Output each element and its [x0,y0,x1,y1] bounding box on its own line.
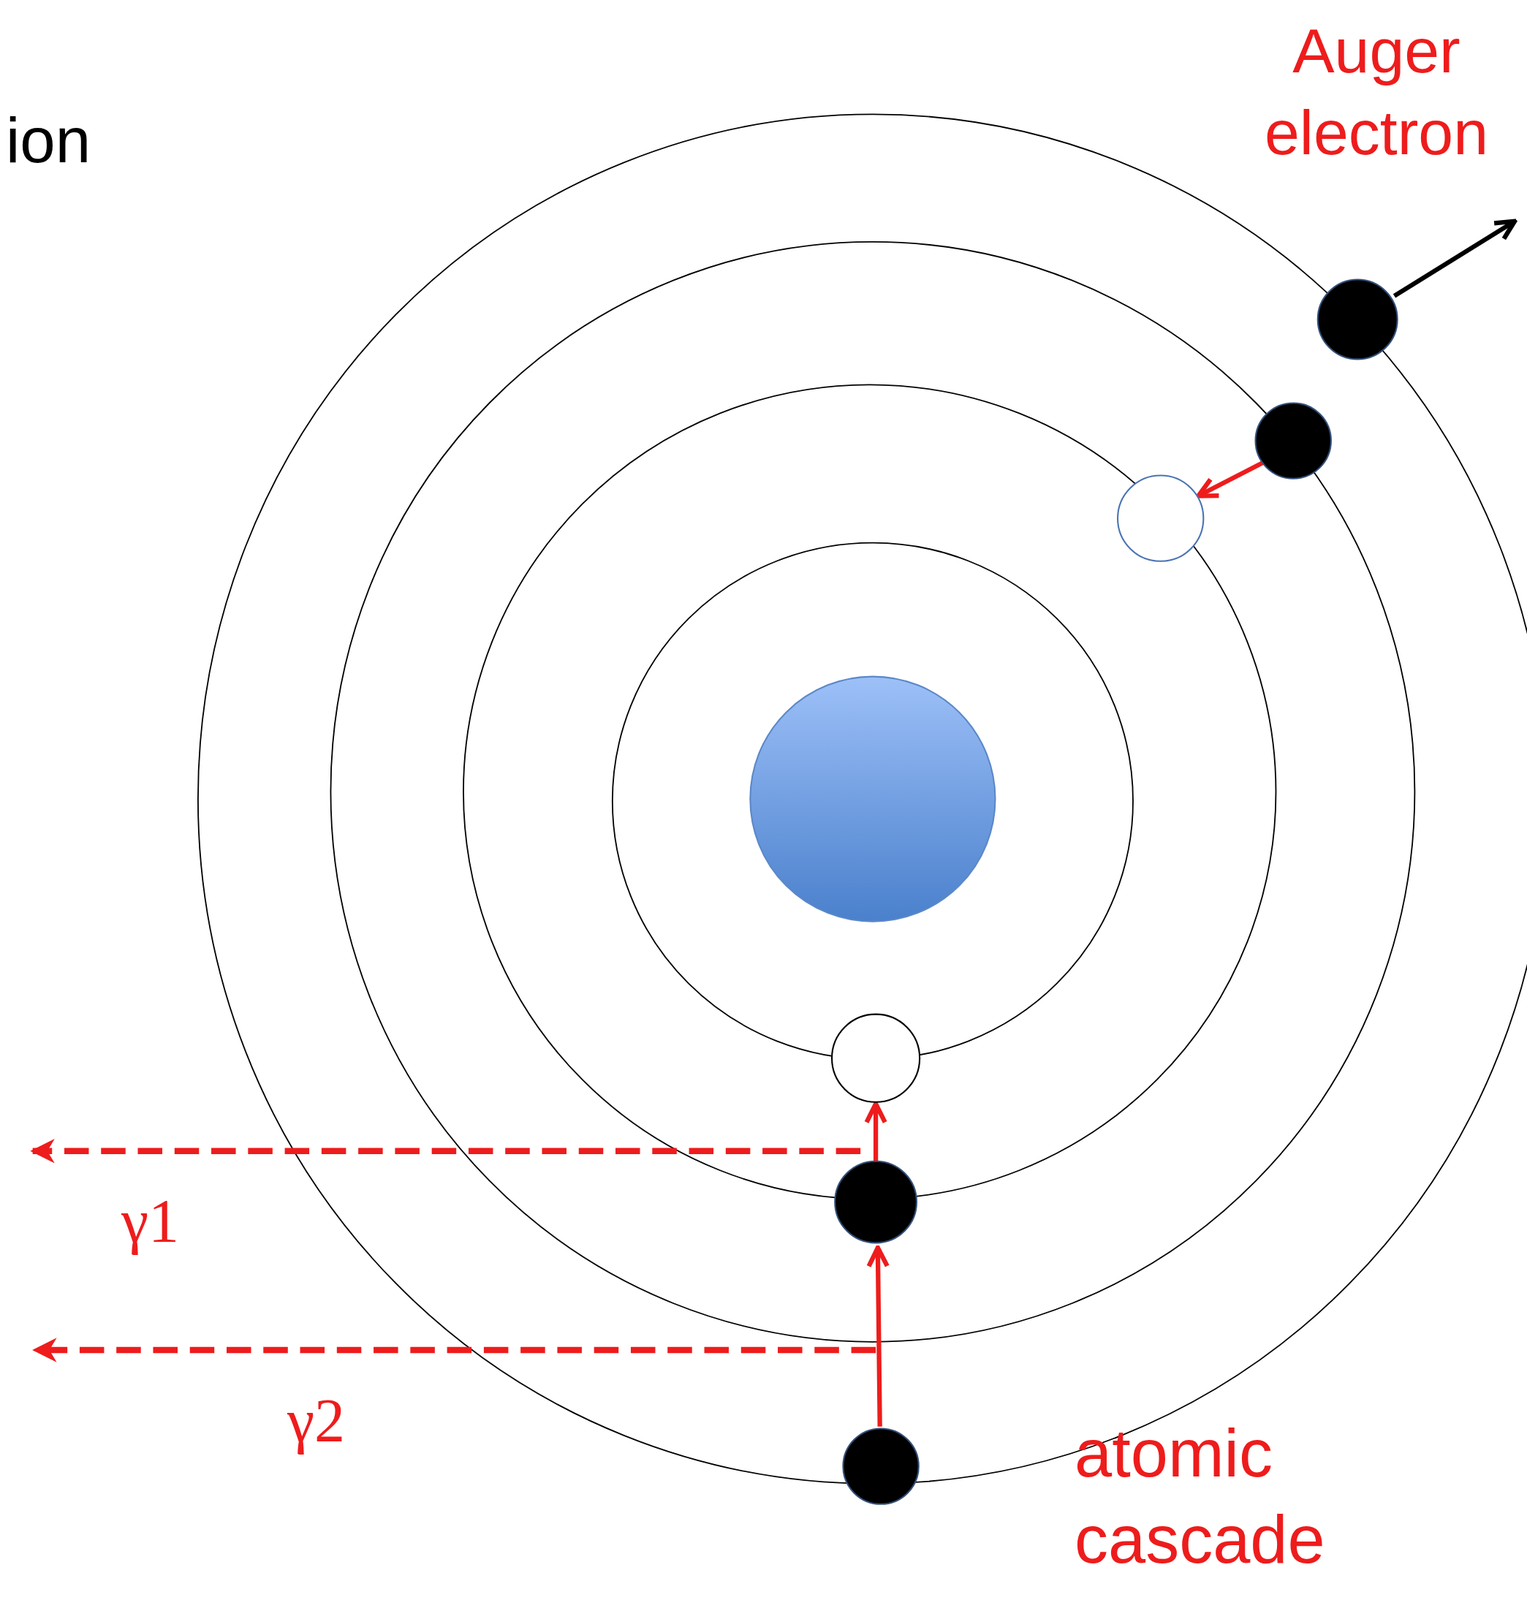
photon-label: γ2 [287,1387,346,1455]
electron [1317,279,1398,360]
electron-shells [198,114,1527,1484]
photon-dashed-arrow [32,1148,861,1155]
ejection-arrow [1393,222,1513,297]
electron [1255,402,1332,479]
cascade-arrow [877,1249,881,1427]
transition-arrow [1200,461,1266,495]
photon-label: γ1 [121,1187,180,1256]
section-title-fragment: ion [5,102,91,179]
cascade-arrow [873,1105,878,1163]
electron [842,1428,919,1504]
photon-dashed-arrow [34,1347,876,1354]
vacancy [831,1014,920,1103]
cascade-label: atomic cascade [1074,1410,1389,1584]
vacancy [1117,475,1204,562]
electron [834,1161,917,1244]
nucleus [749,676,995,922]
auger-label: Auger electron [1233,10,1519,174]
